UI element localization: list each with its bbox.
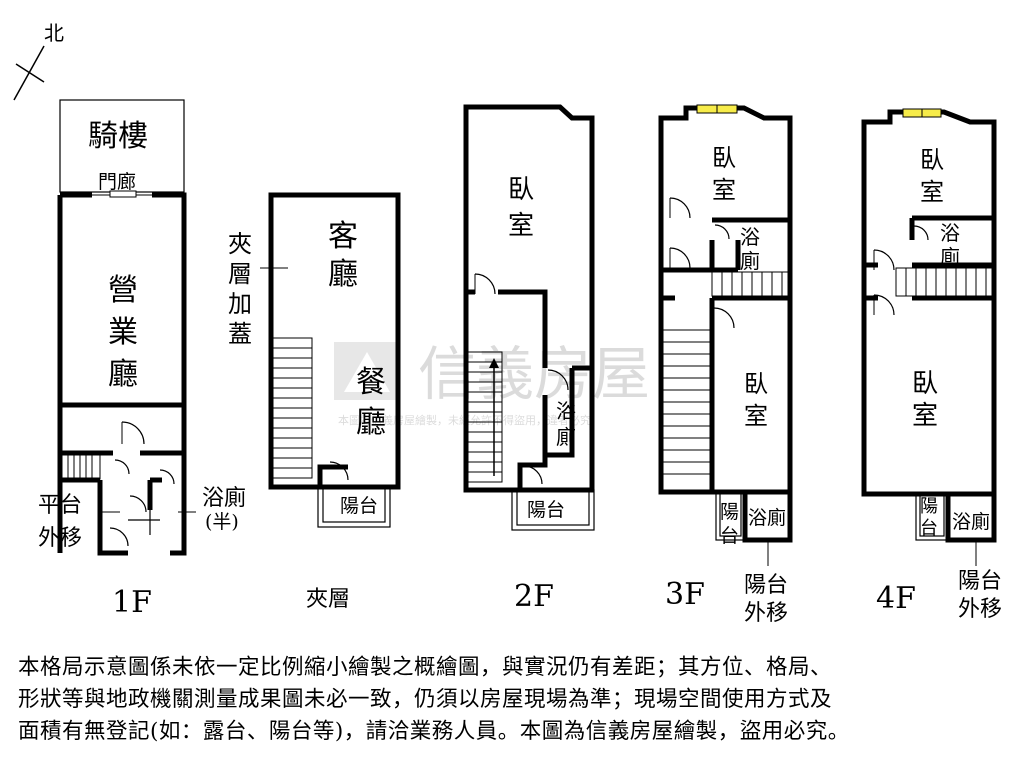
floor-3f: 臥室 浴廁 臥室 陽台 浴廁 陽台外移 3F xyxy=(658,104,793,626)
room-bath2-3f: 浴廁 xyxy=(748,506,786,529)
room-bath-note-1f: (半) xyxy=(205,511,239,533)
room-business-hall: 營業廳 xyxy=(108,273,138,392)
vertical-label-text: 浴廁 xyxy=(556,399,576,449)
vertical-label-text: 陽台 xyxy=(920,496,938,539)
watermark: 信義房屋 本圖為信義房屋繪製，未經允許不得盜用，違者必究 xyxy=(334,340,650,427)
room-dining: 餐廳 xyxy=(356,365,386,440)
room-living: 客廳 xyxy=(328,219,358,292)
vertical-label-text: 浴廁 xyxy=(940,221,960,269)
vertical-label-text: 陽台 xyxy=(720,501,739,547)
label-balcony-moved-3f: 陽台外移 xyxy=(744,573,788,626)
floor-label-1f: 1F xyxy=(112,585,152,620)
watermark-brand: 信義房屋 xyxy=(418,340,650,408)
north-label: 北 xyxy=(44,21,64,45)
vertical-label-text: 臥室 xyxy=(744,370,768,430)
room-bedroom2-4f: 臥室 xyxy=(912,369,938,431)
disclaimer-line: 面積有無登記(如：露台、陽台等)，請洽業務人員。本圖為信義房屋繪製，盜用必究。 xyxy=(18,719,850,744)
vertical-label-text: 夾層加蓋 xyxy=(228,230,252,348)
room-balcony-2f: 陽台 xyxy=(527,499,565,521)
room-balcony-3f: 陽台 xyxy=(720,501,739,547)
room-bedroom1-3f: 臥室 xyxy=(712,144,736,204)
room-balcony-4f: 陽台 xyxy=(920,496,938,539)
floor-1f: 騎樓 門廊 營業廳 浴廁 (半) 平台 外移 1F xyxy=(38,99,246,620)
floor-label-mezz: 夾層 xyxy=(306,587,350,612)
vertical-label-text: 餐廳 xyxy=(356,365,386,440)
room-arcade: 騎樓 xyxy=(88,119,148,154)
floor-mezzanine: 夾層加蓋 客廳 餐廳 陽台 夾層 xyxy=(228,192,401,612)
floor-label-2f: 2F xyxy=(514,579,554,614)
room-bedroom-2f: 臥室 xyxy=(508,175,534,241)
disclaimer-line: 形狀等與地政機關測量成果圖未必一致，仍須以房屋現場為準；現場空間使用方式及 xyxy=(18,687,833,712)
room-porch: 門廊 xyxy=(98,171,136,193)
vertical-label-text: 臥室 xyxy=(508,175,534,241)
label-moved-out: 外移 xyxy=(38,526,82,551)
vertical-label-text: 浴廁 xyxy=(740,225,760,273)
room-bath-2f: 浴廁 xyxy=(556,399,576,449)
vertical-label-text: 臥室 xyxy=(912,369,938,431)
label-mezzanine-added: 夾層加蓋 xyxy=(228,230,252,348)
room-bedroom1-4f: 臥室 xyxy=(920,146,944,206)
room-bath1-4f: 浴廁 xyxy=(940,221,960,269)
disclaimer-text: 本格局示意圖係未依一定比例縮小繪製之概繪圖，與實況仍有差距；其方位、格局、 形狀… xyxy=(18,652,1008,748)
vertical-label-text: 營業廳 xyxy=(108,273,138,392)
vertical-label-text: 陽台外移 xyxy=(744,573,788,626)
floor-4f: 臥室 浴廁 臥室 陽台 浴廁 陽台外移 4F xyxy=(861,108,1002,622)
disclaimer-line: 本格局示意圖係未依一定比例縮小繪製之概繪圖，與實況仍有差距；其方位、格局、 xyxy=(18,655,833,680)
floor-label-4f: 4F xyxy=(876,581,916,616)
north-compass: 北 xyxy=(13,21,64,101)
label-balcony-moved-4f: 陽台外移 xyxy=(958,569,1002,622)
room-balcony-mezz: 陽台 xyxy=(340,495,378,517)
room-bath1-3f: 浴廁 xyxy=(740,225,760,273)
vertical-label-text: 陽台外移 xyxy=(958,569,1002,622)
vertical-label-text: 客廳 xyxy=(328,219,358,292)
vertical-label-text: 臥室 xyxy=(712,144,736,204)
room-bath2-4f: 浴廁 xyxy=(952,510,990,533)
room-bedroom2-3f: 臥室 xyxy=(744,370,768,430)
floor-label-3f: 3F xyxy=(665,577,705,612)
vertical-label-text: 臥室 xyxy=(920,146,944,206)
label-platform: 平台 xyxy=(38,493,82,518)
floor-2f: 臥室 浴廁 陽台 2F xyxy=(463,104,595,614)
room-bath-1f: 浴廁 xyxy=(202,486,246,511)
